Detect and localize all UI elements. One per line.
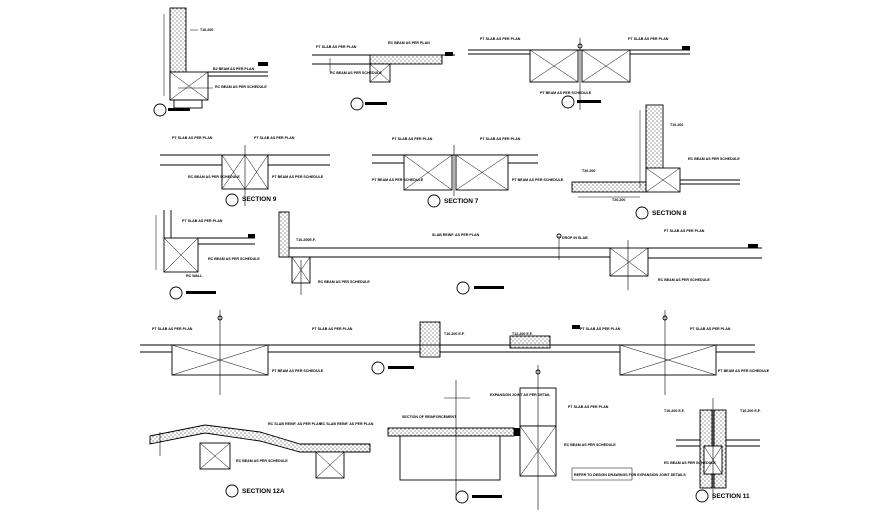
s10-slab-reinf-b-label: RC SLAB REINF. AS PER PLAN	[320, 422, 374, 426]
s10-slab-reinf-label: RC SLAB REINF. AS PER PLAN	[268, 422, 322, 426]
detail-wall-beam-corner: T10-200 B2 BEAM AS PER PLAN RC BEAM AS P…	[153, 7, 268, 117]
s5-beam-right-label: PT BEAM AS PER SCHEDULE	[512, 178, 564, 182]
s8-tie-label: T10-200E.F.	[296, 238, 316, 242]
s5-slab-left-label: PT SLAB AS PER PLAN	[392, 137, 433, 141]
s5-beam-left-label: PT BEAM AS PER SCHEDULE	[372, 178, 424, 182]
detail-double-beam-section: SECTION 11 T10-200 E.F. T10-200 E.F. RC …	[664, 398, 761, 503]
s9-beam-left-label: PT BEAM AS PER SCHEDULE	[272, 369, 324, 373]
s8-beam-label-left: RC BEAM AS PER SCHEDULE	[318, 280, 370, 284]
s11-reinf-label: SECTION OF REINFORCEMENT	[402, 415, 457, 419]
detail-wall-junction-left: PT SLAB AS PER PLAN RC BEAM AS PER SCHED…	[155, 210, 260, 300]
s7-wall-label: RC WALL	[186, 274, 203, 278]
s9-slab-left-label: PT SLAB AS PER PLAN	[152, 327, 193, 331]
s4-beam-left-label: RC BEAM AS PER SCHEDULE	[188, 175, 240, 179]
detail-two-beam-section: SECTION 7 PT SLAB AS PER PLAN PT SLAB AS…	[372, 137, 564, 208]
s3-slab-right-label: PT SLAB AS PER PLAN	[628, 37, 669, 41]
s2-slab-label: PT SLAB AS PER PLAN	[316, 45, 357, 49]
s6-bottom-label: T20-200	[612, 198, 625, 202]
s8-drop-label: DROP IN SLAB	[562, 236, 588, 240]
s9-beam-right-label: PT BEAM AS PER SCHEDULE	[718, 369, 770, 373]
s4-beam-right-label: PT BEAM AS PER SCHEDULE	[272, 175, 324, 179]
s9-tie-mid-label: T12-200 E.F.	[512, 332, 533, 336]
s8-beam-label-right: RC BEAM AS PER SCHEDULE	[658, 278, 710, 282]
s9-slab-right-a-label: PT SLAB AS PER PLAN	[580, 327, 621, 331]
s6-bar-label: T20-200	[582, 169, 595, 173]
s4-slab-left-label: PT SLAB AS PER PLAN	[172, 136, 213, 140]
detail-slab-beam-drop: PT SLAB AS PER PLAN RC BEAM AS PER PLAN …	[312, 41, 455, 111]
s12-tie-right-label: T10-200 E.F.	[740, 409, 761, 413]
detail-twin-beams-top: PT SLAB AS PER PLAN PT SLAB AS PER PLAN …	[468, 37, 690, 110]
detail-expansion-joint: EXPANSION JOINT AS PER DETAIL SECTION OF…	[387, 365, 686, 510]
detail-full-width-section: PT SLAB AS PER PLAN PT SLAB AS PER PLAN …	[140, 310, 770, 395]
s12-tie-left-label: T10-200 E.F.	[664, 409, 685, 413]
s12-beam-label: RC BEAM AS PER SCHEDULE	[664, 461, 716, 465]
detail-sloped-slab: SECTION 12A RC SLAB REINF. AS PER PLAN R…	[149, 422, 374, 498]
s1-tie-label: T10-200	[200, 28, 213, 32]
s8-slab-label: PT SLAB AS PER PLAN	[664, 229, 705, 233]
title-section-f: SECTION 11	[712, 493, 750, 500]
s11-note: REFER TO DESIGN DRAWINGS FOR EXPANSION J…	[574, 473, 686, 477]
s11-joint-label: EXPANSION JOINT AS PER DETAIL	[490, 393, 551, 397]
s1-beam-label: B2 BEAM AS PER PLAN	[213, 67, 255, 71]
s11-beam-label: RC BEAM AS PER SCHEDULE	[564, 443, 616, 447]
s1-bottom-label: RC BEAM AS PER SCHEDULE	[215, 85, 267, 89]
detail-wall-footing-right: SECTION 8 T10-200 RC BEAM AS PER SCHEDUL…	[571, 104, 740, 220]
title-section-c: SECTION 8	[652, 210, 687, 217]
detail-long-slab-section: T10-200E.F. SLAB REINF. AS PER PLAN DROP…	[278, 211, 762, 295]
s7-slab-label: PT SLAB AS PER PLAN	[182, 219, 223, 223]
s9-slab-right-b-label: PT SLAB AS PER PLAN	[690, 327, 731, 331]
s6-beam-label: RC BEAM AS PER SCHEDULE	[688, 157, 740, 161]
s10-beam-label: RC BEAM AS PER SCHEDULE	[236, 459, 288, 463]
s2-reinf-label: RC BEAM AS PER PLAN	[388, 41, 430, 45]
s11-slab-label: PT SLAB AS PER PLAN	[568, 405, 609, 409]
detail-single-beam-section: SECTION 9 PT SLAB AS PER PLAN PT SLAB AS…	[160, 136, 330, 207]
s3-beam-label: PT BEAM AS PER SCHEDULE	[540, 91, 592, 95]
s8-slab-reinf-label: SLAB REINF. AS PER PLAN	[432, 233, 480, 237]
s9-tie-label: T10-200 E.F.	[444, 332, 465, 336]
title-section-b: SECTION 7	[444, 198, 479, 205]
s2-beam-label: RC BEAM AS PER SCHEDULE	[330, 71, 382, 75]
title-section-e: SECTION 12A	[242, 488, 285, 495]
title-section-a: SECTION 9	[242, 196, 277, 203]
s7-beam-label: RC BEAM AS PER SCHEDULE	[208, 257, 260, 261]
s6-tie-label: T10-200	[670, 123, 683, 127]
s4-slab-right-label: PT SLAB AS PER PLAN	[254, 136, 295, 140]
s9-slab-mid-label: PT SLAB AS PER PLAN	[312, 327, 353, 331]
s3-slab-left-label: PT SLAB AS PER PLAN	[480, 37, 521, 41]
s5-slab-right-label: PT SLAB AS PER PLAN	[480, 137, 521, 141]
